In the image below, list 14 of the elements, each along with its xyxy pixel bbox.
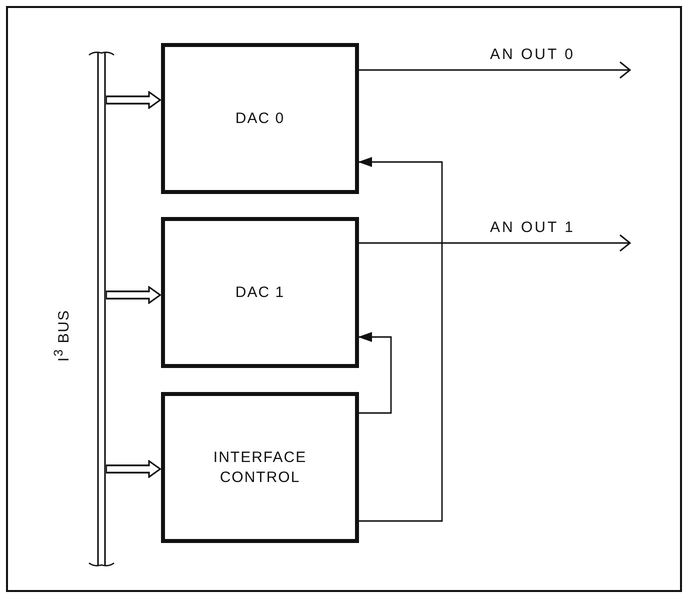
control-arrow [358,332,392,414]
bus-arrow [106,91,161,109]
output-arrow [359,61,631,79]
block-box [161,43,359,194]
block-label: DAC 1 [234,282,286,302]
bus-arrow [106,460,161,478]
block-label: INTERFACE CONTROL [212,448,308,487]
block-box [161,217,359,368]
output-arrow [359,234,631,252]
bus-arrow [106,286,161,304]
bus-bar [88,50,116,568]
block-label: DAC 0 [234,108,286,128]
block-box [161,392,359,543]
control-arrow [358,157,443,522]
